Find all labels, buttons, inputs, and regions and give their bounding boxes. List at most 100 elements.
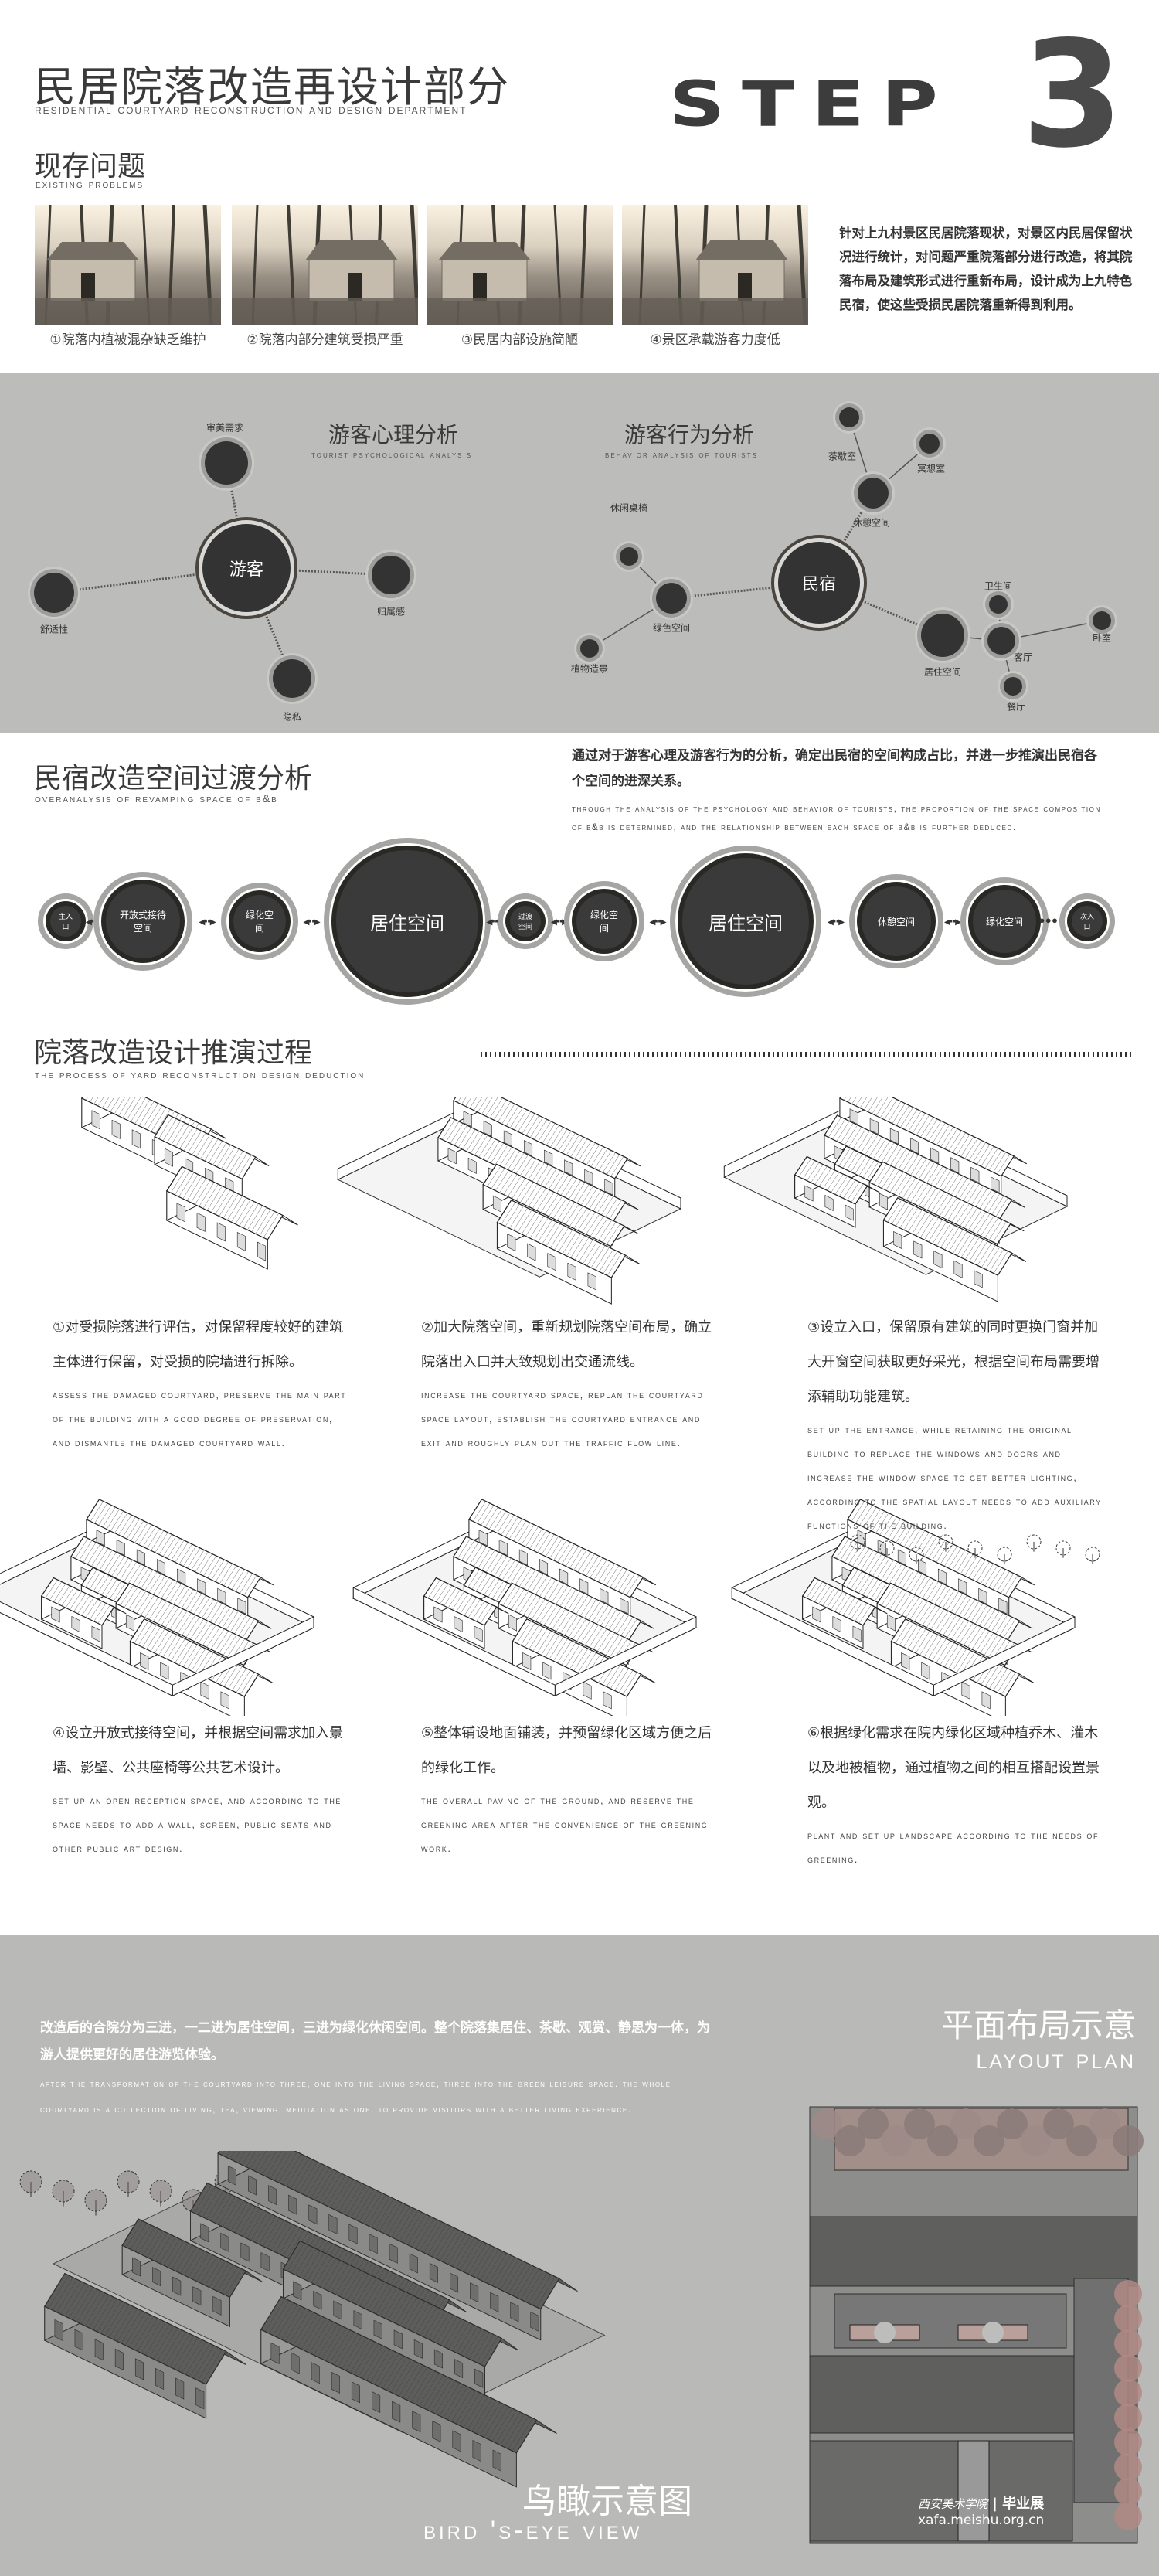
building-block bbox=[129, 1618, 274, 1716]
step-description-cn: ⑥根据绿化需求在院内绿化区域种植乔木、灌木以及地被植物，通过植物之间的相互搭配设… bbox=[807, 1725, 1100, 1811]
bidirectional-arrow-icon: ◂··▸ bbox=[486, 914, 503, 929]
step-description-cn: ①对受损院落进行评估，对保留程度较好的建筑主体进行保留，对受损的院墙进行拆除。 bbox=[53, 1319, 344, 1370]
tree-icon bbox=[850, 1534, 865, 1552]
tree-icon bbox=[927, 2125, 958, 2156]
tree-icon bbox=[1114, 2379, 1142, 2407]
behavior-node-label: 休憩空间 bbox=[852, 517, 891, 529]
deduction-drawing-5 bbox=[352, 1499, 698, 1716]
building-block bbox=[847, 1499, 1035, 1621]
behavior-node bbox=[989, 595, 1008, 614]
building-block bbox=[40, 1577, 127, 1649]
process-step-1: ①对受损院落进行评估，对保留程度较好的建筑主体进行保留，对受损的院墙进行拆除。A… bbox=[53, 1310, 354, 1455]
step-description-en: Increase the courtyard space, replan the… bbox=[421, 1389, 704, 1448]
deduction-drawing-4 bbox=[0, 1499, 315, 1716]
behavior-node bbox=[919, 434, 940, 454]
result-band: 改造后的合院分为三进，一二进为居住空间，三进为绿化休闲空间。整个院落集居住、茶歇… bbox=[0, 1935, 1159, 2576]
tree-icon bbox=[1055, 1540, 1071, 1558]
behavior-node-label: 冥想室 bbox=[916, 463, 946, 475]
problem-caption: ③民居内部设施简陋 bbox=[461, 332, 579, 348]
analysis-band: 游客心理分析 Tourist psychological analysis 游客… bbox=[0, 373, 1159, 733]
problem-caption: ②院落内部分建筑受损严重 bbox=[246, 332, 403, 348]
behavior-node bbox=[580, 639, 599, 658]
page-title: 民居院落改造再设计部分 bbox=[34, 63, 510, 111]
bidirectional-arrow-icon: ◂··▸ bbox=[943, 914, 961, 929]
transition-circle: 主入口 bbox=[50, 906, 81, 937]
tree-icon bbox=[84, 2189, 107, 2216]
tree-icon bbox=[1020, 2125, 1051, 2156]
aerial-subtitle: Bird 's-eye view bbox=[423, 2516, 643, 2545]
entrance-gate bbox=[957, 2440, 990, 2542]
building-block bbox=[794, 1155, 880, 1228]
center-node-bnb: 民宿 bbox=[778, 542, 860, 624]
step-description-en: Set up an open reception space, and acco… bbox=[53, 1795, 342, 1854]
tree-icon bbox=[834, 2125, 865, 2156]
psychology-node bbox=[34, 573, 74, 613]
tree-icon bbox=[1114, 2503, 1142, 2530]
building-block bbox=[282, 2240, 519, 2397]
tree-icon bbox=[997, 2108, 1028, 2139]
transition-circle: 居住空间 bbox=[336, 850, 478, 992]
transition-circle: 休憩空间 bbox=[862, 886, 931, 956]
process-step-2: ②加大院落空间，重新规划院落空间布局，确立院落出入口并大致规划出交通流线。 Inc… bbox=[421, 1310, 722, 1455]
behavior-node-label: 休闲桌椅 bbox=[610, 502, 648, 514]
tree-icon bbox=[1114, 2404, 1142, 2431]
tree-icon bbox=[1114, 2453, 1142, 2481]
process-step-3: ③设立入口，保留原有建筑的同时更换门窗并加大开窗空间获取更好采光，根据空间布局需… bbox=[807, 1310, 1109, 1537]
problem-photo-1 bbox=[35, 205, 221, 325]
step-description-en: Set up the entrance, while retaining the… bbox=[807, 1424, 1102, 1531]
tree-icon bbox=[1114, 2428, 1142, 2456]
existing-description: 针对上九村景区民居院落现状，对景区内民居保留状况进行统计，对问题严重院落部分进行… bbox=[839, 226, 1133, 312]
tree-icon bbox=[19, 2170, 42, 2197]
behavior-node-label: 茶歇室 bbox=[828, 451, 857, 462]
result-desc-en: After the transformation of the courtyar… bbox=[40, 2080, 671, 2115]
transition-circle: 开放式接待空间 bbox=[106, 884, 180, 958]
transition-title: 民宿改造空间过渡分析 bbox=[34, 763, 313, 795]
tree-icon bbox=[879, 1540, 895, 1558]
process-step-4: ④设立开放式接待空间，并根据空间需求加入景墙、影壁、公共座椅等公共艺术设计。 Se… bbox=[53, 1716, 354, 1860]
tree-icon bbox=[1026, 1534, 1042, 1552]
behavior-node bbox=[1093, 611, 1111, 630]
building-block bbox=[882, 1197, 1027, 1302]
step-description-cn: ②加大院落空间，重新规划院落空间布局，确立院落出入口并大致规划出交通流线。 bbox=[421, 1319, 712, 1370]
transition-desc-en: Through the analysis of the psychology a… bbox=[572, 805, 1101, 832]
behavior-node-label: 餐厅 bbox=[1006, 701, 1026, 713]
tree-icon bbox=[904, 2108, 935, 2139]
step-description-cn: ④设立开放式接待空间，并根据空间需求加入景墙、影壁、公共座椅等公共艺术设计。 bbox=[53, 1725, 344, 1776]
step-description-en: The overall paving of the ground, and re… bbox=[421, 1795, 709, 1854]
building-block bbox=[453, 1097, 641, 1203]
tree-icon bbox=[117, 2170, 140, 2197]
behavior-node-label: 居住空间 bbox=[923, 666, 962, 678]
psychology-node-label: 归属感 bbox=[376, 606, 406, 618]
tree-icon bbox=[1089, 2108, 1120, 2139]
watermark-url: xafa.meishu.org.cn bbox=[918, 2513, 1045, 2528]
behavior-subtitle: Behavior analysis of tourists bbox=[605, 451, 758, 460]
behavior-node-label: 卧室 bbox=[1092, 632, 1112, 644]
problem-photo-4 bbox=[622, 205, 808, 325]
problem-photo-2 bbox=[232, 205, 418, 325]
deduction-drawing-1 bbox=[80, 1097, 298, 1270]
tree-icon bbox=[1114, 2478, 1142, 2506]
building-block bbox=[121, 2218, 263, 2328]
step-description-cn: ⑤整体铺设地面铺装，并预留绿化区域方便之后的绿化工作。 bbox=[421, 1725, 712, 1776]
plan-title: 平面布局示意 bbox=[940, 2006, 1136, 2044]
center-node-tourist: 游客 bbox=[202, 524, 291, 612]
building-block bbox=[801, 1577, 888, 1649]
transition-desc-cn: 通过对于游客心理及游客行为的分析，确定出民宿的空间构成占比，并进一步推演出民宿各… bbox=[572, 748, 1097, 789]
courtyard-wall bbox=[0, 1601, 173, 1696]
plan-roof bbox=[809, 2216, 1138, 2287]
psychology-subtitle: Tourist psychological analysis bbox=[311, 451, 473, 460]
transition-circle: 绿化空间 bbox=[233, 895, 286, 948]
dotted-connector: ••••• bbox=[1038, 914, 1071, 929]
problem-caption: ④景区承载游客力度低 bbox=[650, 332, 780, 348]
psychology-node bbox=[372, 556, 410, 594]
transition-circle: 绿化空间 bbox=[576, 893, 632, 949]
courtyard-wall bbox=[352, 1587, 556, 1696]
tree-icon bbox=[1043, 2108, 1074, 2139]
existing-subtitle: Existing problems bbox=[36, 178, 144, 190]
tree-icon bbox=[881, 2125, 912, 2156]
building-block bbox=[496, 1200, 641, 1305]
tree-icon bbox=[909, 1547, 924, 1564]
page-subtitle: Residential courtyard reconstruction and… bbox=[35, 102, 467, 117]
school-logo: 西安美术学院 bbox=[918, 2497, 988, 2511]
transition-subtitle: Overanalysis of revamping space of B&B bbox=[35, 792, 278, 805]
